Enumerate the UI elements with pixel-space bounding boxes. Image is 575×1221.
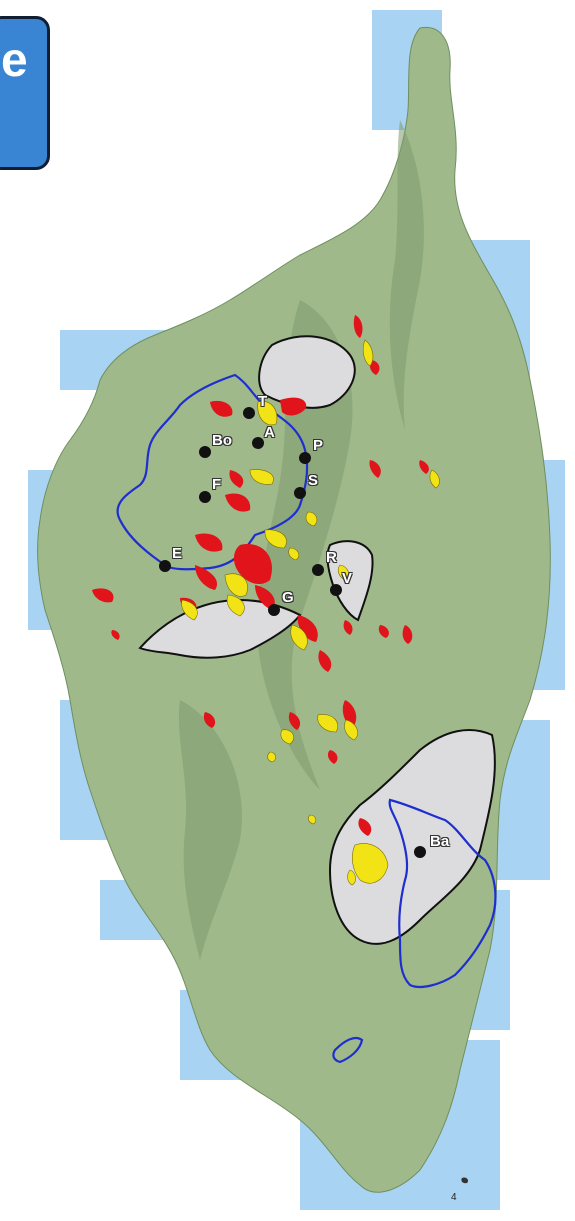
red-patches bbox=[92, 315, 429, 836]
site-marker-a bbox=[252, 437, 264, 449]
site-markers bbox=[159, 407, 426, 858]
site-label-g: G bbox=[282, 589, 294, 606]
site-marker-bo bbox=[199, 446, 211, 458]
protected-zones bbox=[138, 335, 496, 945]
overlay-badge: e bbox=[0, 16, 50, 170]
site-label-e: E bbox=[172, 545, 183, 562]
site-marker-p bbox=[299, 452, 311, 464]
islet bbox=[461, 1177, 469, 1184]
site-marker-v bbox=[330, 584, 342, 596]
site-label-bo: Bo bbox=[212, 432, 232, 449]
site-marker-g bbox=[268, 604, 280, 616]
site-marker-e bbox=[159, 560, 171, 572]
site-marker-f bbox=[199, 491, 211, 503]
site-label-ba: Ba bbox=[430, 833, 450, 850]
badge-text: e bbox=[1, 34, 28, 87]
site-label-a: A bbox=[264, 424, 275, 441]
site-label-r: R bbox=[326, 549, 337, 566]
terrain-shading bbox=[178, 120, 424, 960]
site-marker-t bbox=[243, 407, 255, 419]
site-marker-ba bbox=[414, 846, 426, 858]
site-marker-s bbox=[294, 487, 306, 499]
site-label-t: T bbox=[258, 393, 268, 410]
scale-mark: 4 bbox=[451, 1192, 457, 1203]
yellow-patches bbox=[181, 339, 440, 886]
site-label-p: P bbox=[313, 437, 324, 454]
site-label-s: S bbox=[308, 472, 319, 489]
site-label-v: V bbox=[342, 570, 353, 587]
site-marker-r bbox=[312, 564, 324, 576]
site-label-f: F bbox=[212, 476, 222, 493]
park-boundaries bbox=[116, 373, 497, 1064]
